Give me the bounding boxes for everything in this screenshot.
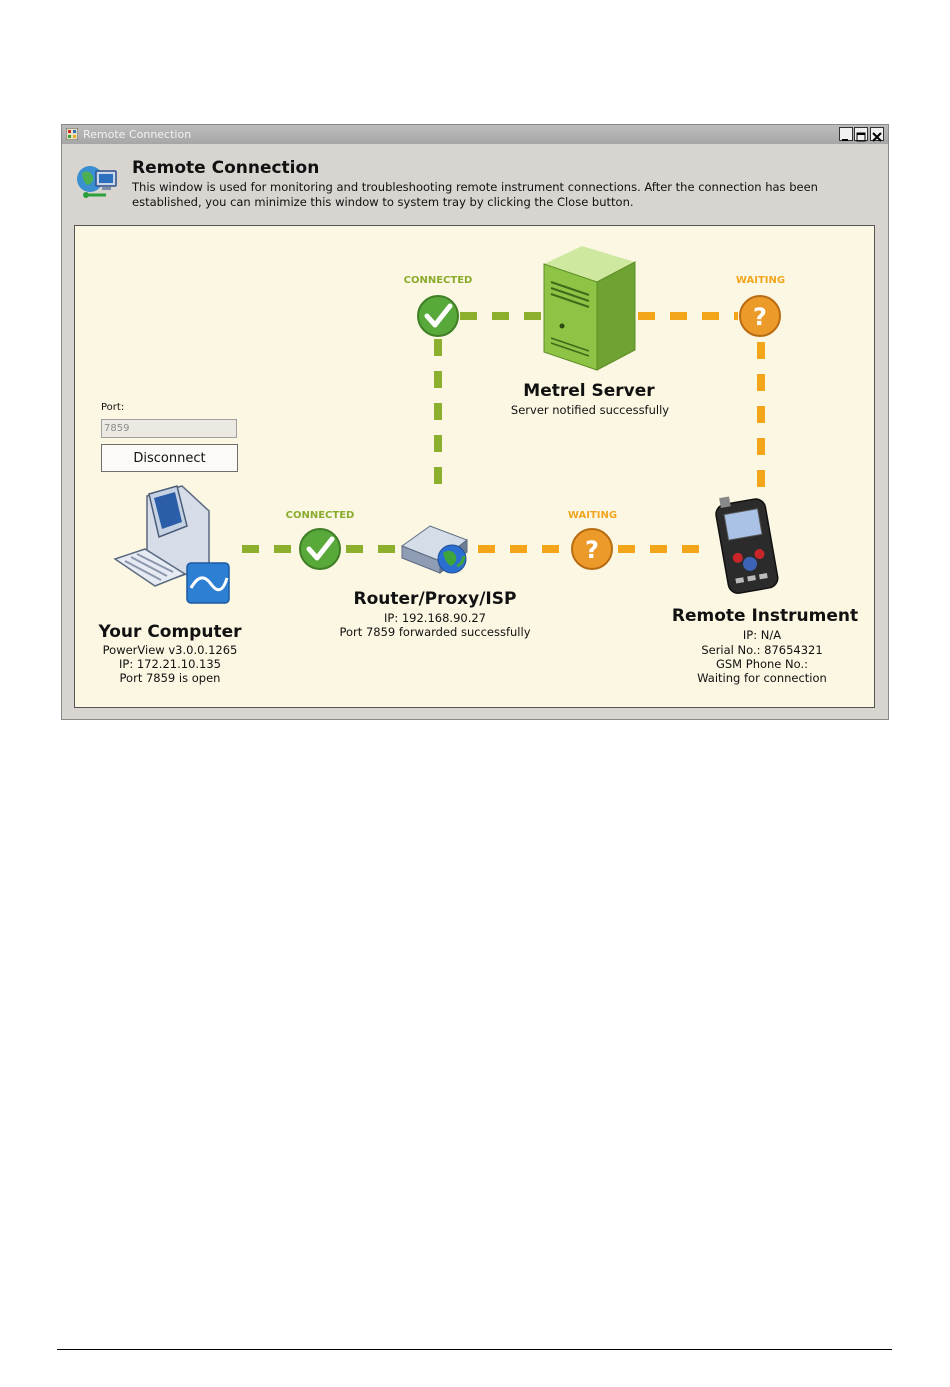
computer-version: PowerView v3.0.0.1265 [102,643,238,657]
maximize-icon [856,132,866,142]
instrument-icon [715,496,779,594]
instrument-serial: Serial No.: 87654321 [701,643,823,657]
network-icon [77,166,117,198]
maximize-button[interactable] [854,127,868,142]
title-bar[interactable]: Remote Connection [62,125,888,144]
check-icon [299,528,341,570]
server-title: Metrel Server [523,381,655,401]
status-label-computer-router: CONNECTED [285,510,355,521]
check-icon [417,295,459,337]
computer-icon [113,485,230,604]
svg-text:?: ? [585,536,599,564]
status-label-server-instrument: WAITING [735,275,786,286]
status-label-router-instrument: WAITING [567,510,618,521]
computer-ip: IP: 172.21.10.135 [119,657,221,671]
window-title: Remote Connection [83,128,192,141]
port-input[interactable] [101,419,237,438]
close-icon [872,132,882,142]
question-icon: ? [571,528,613,570]
instrument-ip: IP: N/A [742,628,782,642]
computer-title: Your Computer [98,622,242,642]
instrument-status-text: Waiting for connection [697,671,827,685]
instrument-gsm: GSM Phone No.: [715,657,809,671]
status-label-router-server: CONNECTED [403,275,473,286]
server-icon [543,246,636,371]
page-footer-rule [57,1349,892,1350]
disconnect-button[interactable]: Disconnect [101,444,238,472]
question-icon: ? [739,295,781,337]
window-description: This window is used for monitoring and t… [132,180,818,209]
computer-port-status: Port 7859 is open [119,671,221,685]
close-button[interactable] [870,127,884,142]
app-icon [66,128,78,140]
router-title: Router/Proxy/ISP [353,589,517,609]
router-status-text: Port 7859 forwarded successfully [339,625,531,639]
svg-text:?: ? [753,303,767,331]
minimize-icon [842,139,848,141]
minimize-button[interactable] [839,127,853,141]
router-ip: IP: 192.168.90.27 [384,611,486,625]
server-status-text: Server notified successfully [510,403,670,417]
window-heading: Remote Connection [132,158,320,178]
router-icon [400,525,469,575]
connection-diagram: ? ? [113,246,781,604]
instrument-title: Remote Instrument [671,606,859,626]
port-label: Port: [101,402,125,413]
